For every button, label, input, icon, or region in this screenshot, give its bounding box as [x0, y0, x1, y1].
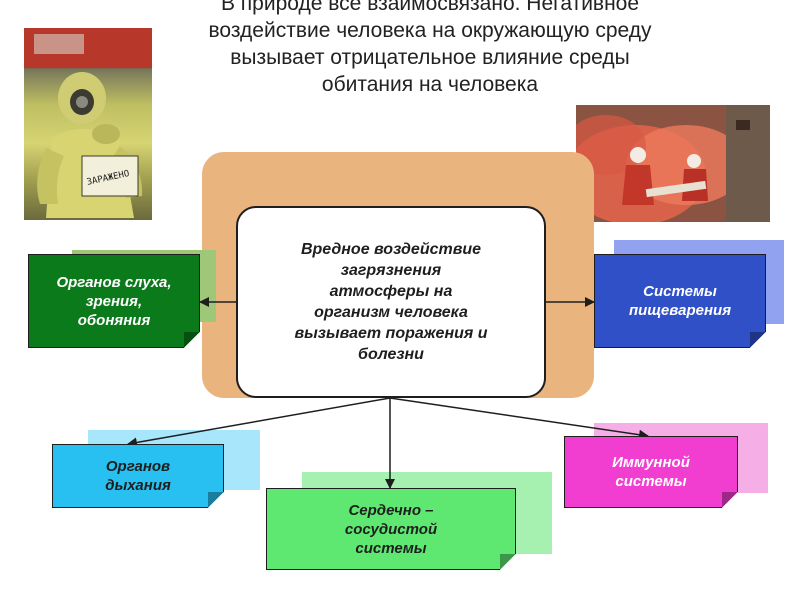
node-digestion-line-1: Системы [643, 283, 717, 300]
title-line-1: В природе все взаимосвязано. Негативное [220, 0, 640, 15]
folded-corner-icon [750, 332, 766, 348]
node-cardio: Сердечно – сосудистой системы [266, 488, 516, 570]
rescue-smoke-illustration [576, 105, 770, 222]
hazmat-suit-photo: ЗАРАЖЕНО [24, 28, 152, 220]
slide-title: В природе все взаимосвязано. Негативное … [150, 0, 710, 98]
folded-corner-icon [208, 492, 224, 508]
node-breathing-line-1: Органов [105, 458, 171, 475]
node-immune-line-2: системы [615, 473, 687, 490]
node-hearing-line-1: Органов слуха, [56, 273, 172, 291]
center-line-6: болезни [358, 346, 424, 363]
title-line-3: вызывает отрицательное влияние среды [230, 46, 630, 69]
center-line-3: атмосферы на [329, 283, 453, 300]
node-digestion: Системы пищеварения [594, 254, 766, 348]
center-line-4: организм человека [314, 304, 468, 321]
node-breathing: Органов дыхания [52, 444, 224, 508]
title-line-4: обитания на человека [321, 73, 539, 96]
node-immune: Иммунной системы [564, 436, 738, 508]
node-cardio-line-1: Сердечно – [348, 501, 434, 519]
center-line-2: загрязнения [340, 262, 442, 279]
folded-corner-icon [722, 492, 738, 508]
folded-corner-icon [500, 554, 516, 570]
node-digestion-line-2: пищеварения [628, 302, 732, 319]
folded-corner-icon [184, 332, 200, 348]
node-breathing-line-2: дыхания [105, 477, 171, 494]
arrow-to-immune [389, 397, 649, 440]
node-hearing-line-2: зрения, [85, 292, 143, 310]
center-line-1: Вредное воздействие [300, 241, 482, 258]
node-cardio-line-2: сосудистой [344, 520, 438, 538]
node-cardio-line-3: системы [355, 539, 427, 557]
arrow-to-breathing [127, 397, 391, 448]
center-line-5: вызывает поражения и [294, 325, 488, 342]
hazmat-suit-illustration: ЗАРАЖЕНО [24, 28, 152, 218]
title-line-2: воздействие человека на окружающую среду [208, 19, 652, 42]
rescue-smoke-photo [576, 105, 770, 222]
node-immune-line-1: Иммунной [612, 454, 690, 471]
central-effect-box: Вредное воздействие загрязнения атмосфер… [236, 206, 546, 398]
node-hearing-line-3: обоняния [77, 311, 151, 329]
node-hearing: Органов слуха, зрения, обоняния [28, 254, 200, 348]
